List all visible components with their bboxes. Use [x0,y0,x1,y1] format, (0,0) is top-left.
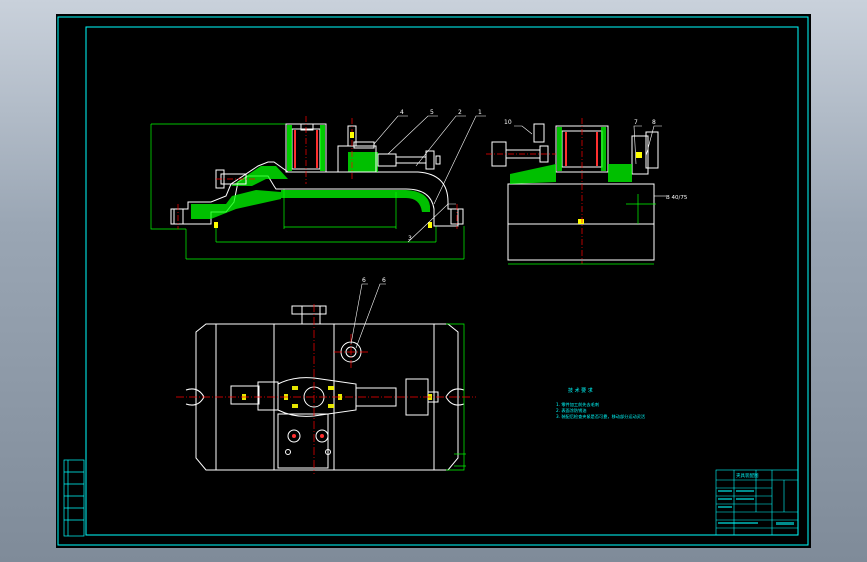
outer-frame [57,16,809,546]
technical-notes: 技 术 要 求 1. 零件加工前先去毛刺 2. 表面涂防锈油 3. 装配后检查夹… [556,387,645,420]
note-line: 3. 装配后检查夹紧是否可靠，移动部分运动灵活 [556,413,645,420]
callout-label: 10 [504,119,512,126]
note-line: 1. 零件加工前先去毛刺 [556,401,599,408]
title-block [715,469,799,536]
drawing-canvas: 4 5 2 1 3 [57,16,809,546]
callout-label: 2 [458,109,462,116]
callout-label: 5 [430,109,434,116]
callout-label: 6 [362,277,366,284]
side-view: 10 7 8 B 40/75 [486,118,688,265]
title-block-text: 夹具装配图 [736,472,759,479]
front-view: 4 5 2 1 3 [150,109,486,260]
callout-label: 3 [408,235,412,242]
inner-frame [85,26,799,536]
callout-label: 6 [382,277,386,284]
notes-heading: 技 术 要 求 [568,387,593,394]
callout-label: 7 [634,119,638,126]
section-annotation: B 40/75 [666,195,688,201]
top-view: 6 6 [176,277,476,474]
note-line: 2. 表面涂防锈油 [556,407,586,414]
cad-viewport[interactable]: 4 5 2 1 3 [56,14,811,548]
callout-label: 4 [400,109,404,116]
left-side-table [63,459,85,537]
callout-label: 1 [478,109,482,116]
callout-label: 8 [652,119,656,126]
